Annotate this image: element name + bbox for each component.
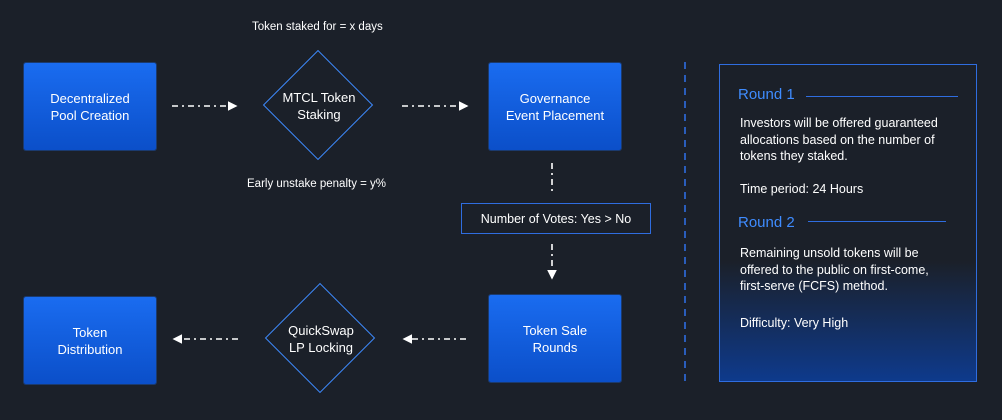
round-1-title: Round 1 (738, 86, 795, 103)
round-1-description: Investors will be offered guaranteed all… (740, 116, 938, 163)
rounds-panel: Round 1 Investors will be offered guaran… (719, 64, 977, 382)
box-decentralized-pool-creation: Decentralized Pool Creation (24, 63, 156, 150)
box-label: Governance Event Placement (505, 90, 605, 123)
round-1-rule (806, 96, 958, 97)
caption-staked-for: Token staked for = x days (252, 21, 383, 33)
diamond-label: QuickSwap LP Locking (288, 323, 354, 355)
box-token-sale-rounds: Token Sale Rounds (489, 295, 621, 382)
votes-condition-label: Number of Votes: Yes > No (480, 211, 632, 226)
diamond-label: MTCL Token Staking (282, 90, 356, 122)
round-1-time-period: Time period: 24 Hours (740, 182, 864, 196)
box-label: Token Sale Rounds (522, 322, 588, 355)
diamond-quickswap-lp-locking: QuickSwap LP Locking (264, 282, 376, 394)
box-token-distribution: Token Distribution (24, 297, 156, 384)
round-2-title: Round 2 (738, 214, 795, 231)
round-2-rule (808, 221, 946, 222)
caption-unstake-penalty: Early unstake penalty = y% (247, 178, 387, 190)
box-label: Token Distribution (57, 324, 123, 357)
votes-condition-box: Number of Votes: Yes > No (461, 203, 651, 234)
box-governance-event-placement: Governance Event Placement (489, 63, 621, 150)
box-label: Decentralized Pool Creation (50, 90, 130, 123)
diamond-mtcl-token-staking: MTCL Token Staking (262, 49, 374, 161)
round-2-description: Remaining unsold tokens will be offered … (740, 246, 929, 293)
round-2-difficulty: Difficulty: Very High (740, 316, 849, 330)
